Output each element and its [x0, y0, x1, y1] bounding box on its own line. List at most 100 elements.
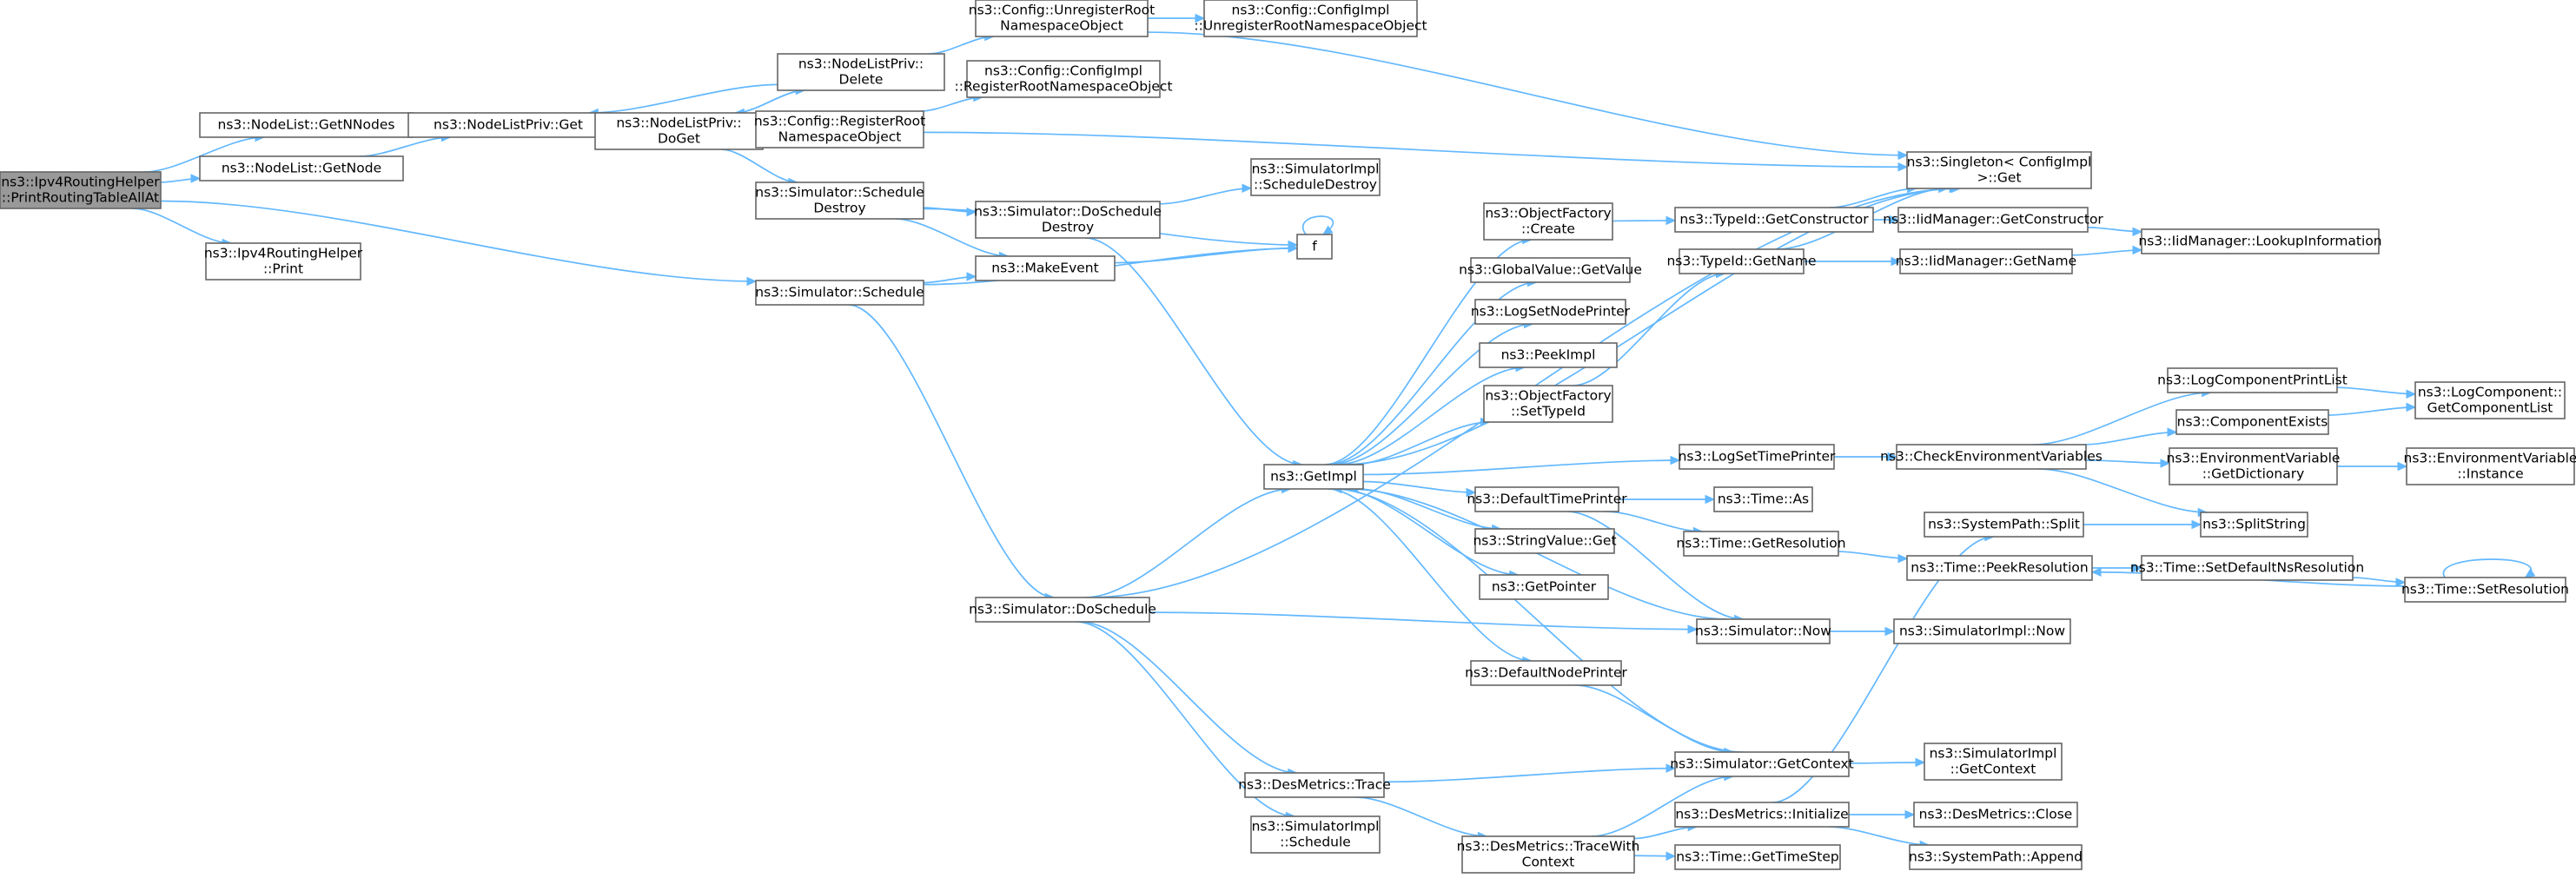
node-box [1244, 772, 1385, 798]
node-label: ns3::SimulatorImpl [1252, 819, 1380, 835]
edge-arrowhead [1904, 809, 1916, 820]
edge-arrowhead [190, 174, 202, 183]
node-defTimePrinter[interactable]: ns3::DefaultTimePrinter [1467, 486, 1627, 512]
node-iidLookup[interactable]: ns3::IidManager::LookupInformation [2138, 228, 2382, 254]
node-iidGetCtor[interactable]: ns3::IidManager::GetConstructor [1883, 207, 2103, 233]
node-objFactCreate[interactable]: ns3::ObjectFactory::Create [1483, 202, 1613, 241]
edge-envGetDict-to-envInstance [2337, 461, 2408, 472]
node-simImplSchedDestroy[interactable]: ns3::SimulatorImpl::ScheduleDestroy [1250, 158, 1381, 196]
node-box [1674, 751, 1850, 777]
node-box [1683, 531, 1839, 557]
node-timeGetStep[interactable]: ns3::Time::GetTimeStep [1674, 844, 1841, 870]
node-logSetTime[interactable]: ns3::LogSetTimePrinter [1679, 444, 1836, 470]
node-box [2404, 577, 2566, 603]
edge-objFactCreate-to-typeIdGetCtor [1612, 215, 1677, 226]
edge-line [132, 208, 232, 244]
node-iidGetName[interactable]: ns3::IidManager::GetName [1896, 248, 2076, 274]
node-envInstance[interactable]: ns3::EnvironmentVariable::Instance [2404, 447, 2576, 485]
edge-line [2336, 386, 2416, 395]
node-envGetDict[interactable]: ns3::EnvironmentVariable::GetDictionary [2167, 447, 2341, 485]
node-desTrace[interactable]: ns3::DesMetrics::Trace [1238, 772, 1391, 798]
node-checkEnv[interactable]: ns3::CheckEnvironmentVariables [1880, 444, 2103, 470]
node-peekImpl[interactable]: ns3::PeekImpl [1479, 342, 1618, 368]
node-print[interactable]: ns3::Ipv4RoutingHelper::Print [204, 242, 363, 281]
edge-line [1076, 621, 1295, 817]
node-typeIdGetCtor[interactable]: ns3::TypeId::GetConstructor [1674, 207, 1874, 233]
node-nlpDoGet[interactable]: ns3::NodeListPriv::DoGet [594, 112, 764, 150]
node-label: GetComponentList [2427, 400, 2553, 416]
node-singleton[interactable]: ns3::Singleton< ConfigImpl >::Get [1906, 151, 2092, 189]
node-typeIdGetName[interactable]: ns3::TypeId::GetName [1666, 248, 1817, 274]
node-simImplGetContext[interactable]: ns3::SimulatorImpl::GetContext [1924, 743, 2063, 781]
node-logCompPrintList[interactable]: ns3::LogComponentPrintList [2157, 367, 2348, 393]
node-timeGetRes[interactable]: ns3::Time::GetResolution [1676, 531, 1846, 557]
node-simImplNow[interactable]: ns3::SimulatorImpl::Now [1893, 618, 2071, 644]
node-box [1909, 844, 2083, 870]
node-desClose[interactable]: ns3::DesMetrics::Close [1913, 802, 2078, 828]
node-simDoSchedule[interactable]: ns3::Simulator::DoSchedule [969, 597, 1156, 623]
node-nlpDelete[interactable]: ns3::NodeListPriv::Delete [777, 53, 945, 91]
node-box [1679, 444, 1835, 470]
edge-logCompPrintList-to-logCompGetList [2336, 386, 2417, 399]
node-cfgImplUnreg[interactable]: ns3::Config::ConfigImpl::UnregisterRootN… [1194, 0, 1427, 37]
node-box [777, 53, 945, 91]
node-desInit[interactable]: ns3::DesMetrics::Initialize [1674, 802, 1850, 828]
edge-arrowhead [2132, 563, 2143, 573]
node-label: ns3::LogComponent:: [2418, 385, 2562, 400]
node-box [2141, 228, 2380, 254]
node-nlpGet[interactable]: ns3::NodeListPriv::Get [407, 112, 609, 138]
node-box [1924, 512, 2084, 538]
node-getImpl[interactable]: ns3::GetImpl [1263, 464, 1364, 490]
node-globalValue[interactable]: ns3::GlobalValue::GetValue [1459, 257, 1642, 283]
edge-line [2083, 431, 2177, 446]
node-splitString[interactable]: ns3::SplitString [2200, 512, 2308, 538]
edge-line [1348, 488, 1728, 620]
node-label: ::SetTypeId [1511, 404, 1586, 419]
edge-simGetContext-to-simImplGetContext [1848, 757, 1926, 768]
node-simSchedDestroy[interactable]: ns3::Simulator::ScheduleDestroy [755, 182, 924, 220]
node-logSetNode[interactable]: ns3::LogSetNodePrinter [1471, 299, 1631, 325]
node-box [2141, 555, 2354, 581]
node-getNNodes[interactable]: ns3::NodeList::GetNNodes [199, 112, 414, 138]
node-label: ::GetContext [1950, 762, 2036, 777]
node-simGetContext[interactable]: ns3::Simulator::GetContext [1670, 751, 1854, 777]
node-label: ns3::Simulator::DoSchedule [974, 204, 1162, 220]
node-cfgUnreg[interactable]: ns3::Config::UnregisterRootNamespaceObje… [969, 0, 1155, 37]
node-label: ns3::Simulator::Now [1695, 624, 1831, 639]
node-timeAs[interactable]: ns3::Time::As [1713, 486, 1813, 512]
node-sysPathAppend[interactable]: ns3::SystemPath::Append [1909, 844, 2083, 870]
node-box [755, 182, 924, 220]
node-timeSetDefNs[interactable]: ns3::Time::SetDefaultNsResolution [2130, 555, 2364, 581]
node-simImplSchedule[interactable]: ns3::SimulatorImpl::Schedule [1250, 815, 1381, 854]
node-f[interactable]: f [1296, 234, 1333, 260]
node-compExists[interactable]: ns3::ComponentExists [2175, 409, 2329, 435]
node-objFactSetTypeId[interactable]: ns3::ObjectFactory::SetTypeId [1483, 385, 1613, 423]
node-timePeekRes[interactable]: ns3::Time::PeekResolution [1906, 555, 2093, 581]
node-getNode[interactable]: ns3::NodeList::GetNode [199, 155, 404, 182]
node-box [1479, 342, 1618, 368]
node-simNow[interactable]: ns3::Simulator::Now [1695, 618, 1831, 644]
node-logCompGetList[interactable]: ns3::LogComponent::GetComponentList [2414, 381, 2566, 419]
node-box [1897, 207, 2089, 233]
node-label: ns3::NodeList::GetNode [222, 161, 381, 176]
node-root[interactable]: ns3::Ipv4RoutingHelper::PrintRoutingTabl… [0, 171, 162, 209]
node-label: ns3::PeekImpl [1501, 347, 1596, 363]
edge-typeIdGetName-to-iidGetName [1803, 256, 1902, 267]
node-sysPathSplit[interactable]: ns3::SystemPath::Split [1924, 512, 2084, 538]
node-cfgImplReg[interactable]: ns3::Config::ConfigImpl::RegisterRootNam… [954, 60, 1173, 98]
node-label: ns3::SplitString [2202, 517, 2306, 532]
node-makeEvent[interactable]: ns3::MakeEvent [975, 255, 1116, 281]
node-defNodePrinter[interactable]: ns3::DefaultNodePrinter [1465, 660, 1628, 686]
node-timeSetRes[interactable]: ns3::Time::SetResolution [2401, 577, 2569, 603]
node-strValueGet[interactable]: ns3::StringValue::Get [1473, 528, 1617, 554]
node-label: >::Get [1977, 170, 2021, 186]
node-simSchedule[interactable]: ns3::Simulator::Schedule [755, 280, 924, 306]
edge-line [1573, 273, 1725, 386]
node-box [1674, 844, 1841, 870]
edge-arrowhead [1665, 215, 1677, 226]
node-cfgReg[interactable]: ns3::Config::RegisterRootNamespaceObject [754, 110, 925, 149]
node-getPointer[interactable]: ns3::GetPointer [1479, 574, 1609, 600]
